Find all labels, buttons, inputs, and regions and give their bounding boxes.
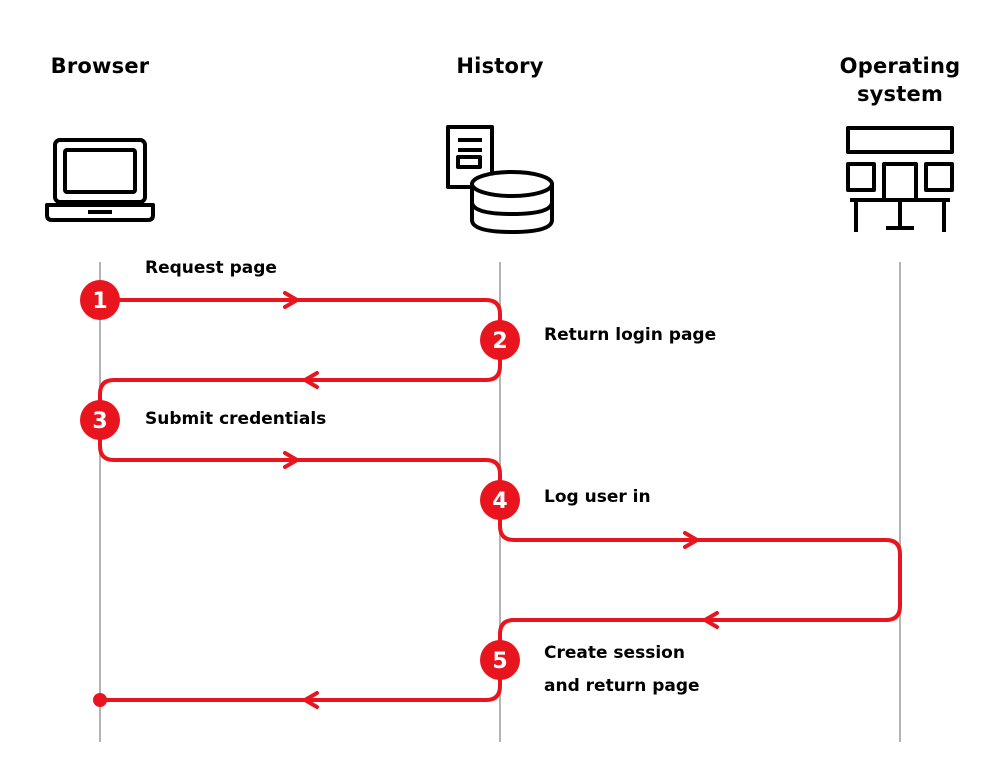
step-badge-3: 3 <box>80 400 120 440</box>
step-badge-4: 4 <box>480 480 520 520</box>
step-number-1: 1 <box>92 289 107 314</box>
flow-end-dot <box>93 693 107 707</box>
step-badge-5: 5 <box>480 640 520 680</box>
step-label-5-line1: Create session <box>544 643 685 663</box>
document-database-icon <box>446 125 554 234</box>
step-label-3: Submit credentials <box>145 409 327 429</box>
arrow-right-3 <box>283 451 299 469</box>
step-number-3: 3 <box>92 409 107 434</box>
step-number-5: 5 <box>492 649 507 674</box>
step-badge-2: 2 <box>480 320 520 360</box>
lane-title-operating-system: Operating system <box>815 52 985 108</box>
dashboard-icon <box>846 126 954 232</box>
step-label-5-line2: and return page <box>544 676 700 696</box>
step-number-2: 2 <box>492 329 507 354</box>
arrow-right-1 <box>283 291 299 309</box>
arrow-right-4 <box>683 531 699 549</box>
step-label-2: Return login page <box>544 325 717 345</box>
lane-title-browser: Browser <box>50 54 150 78</box>
step-number-4: 4 <box>492 489 507 514</box>
arrow-left-5 <box>703 611 719 629</box>
step-badge-1: 1 <box>80 280 120 320</box>
arrow-left-2 <box>303 371 319 389</box>
step-label-1: Request page <box>145 258 277 278</box>
arrow-left-6 <box>303 691 319 709</box>
lane-title-history: History <box>456 54 544 78</box>
lane-title-os-line2: system <box>856 82 944 106</box>
step-label-4: Log user in <box>544 487 651 507</box>
lane-title-os-line1: Operating <box>839 54 961 78</box>
laptop-icon <box>45 138 155 222</box>
